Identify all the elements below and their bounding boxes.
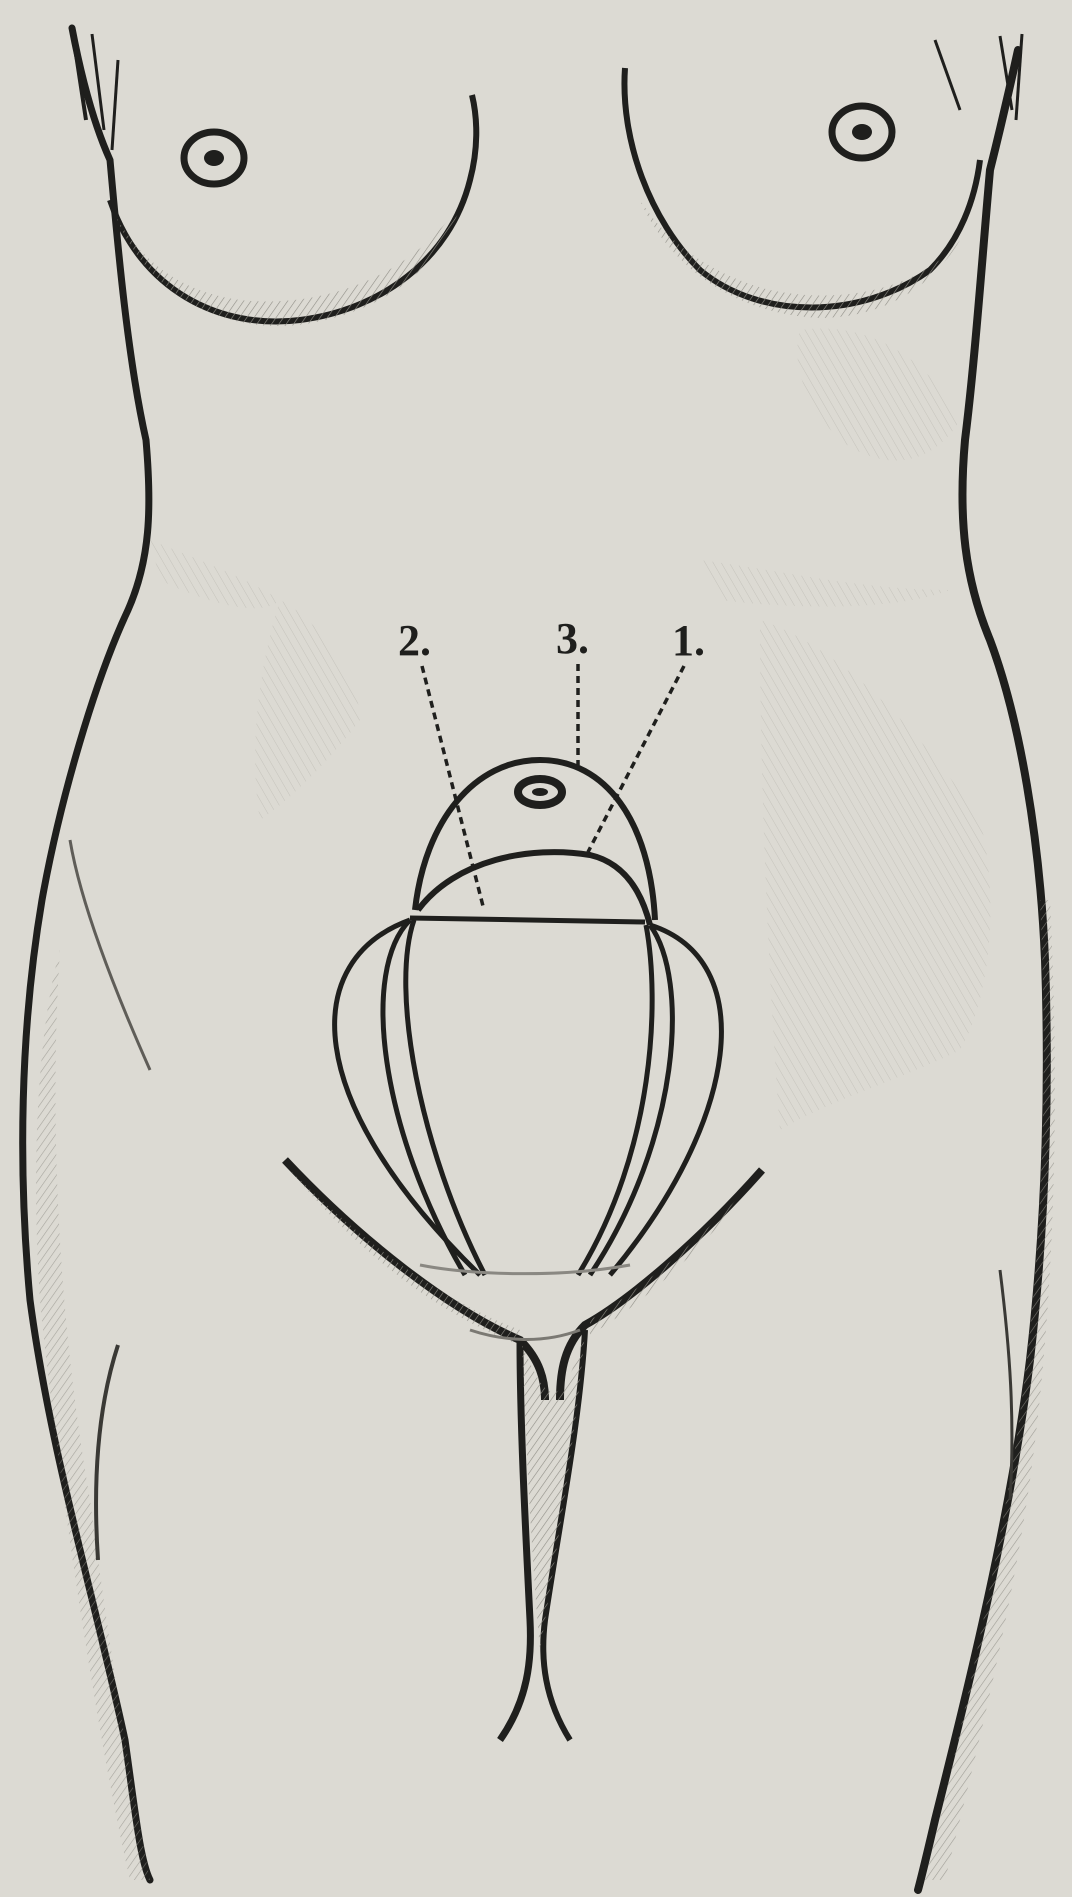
figure-labels: 2. 3. 1. [398, 614, 705, 665]
left-body-contour [23, 28, 150, 1880]
label-2: 2. [398, 616, 431, 665]
left-breast [110, 95, 476, 326]
uterus-outline-2 [410, 918, 645, 922]
leader-line-2 [422, 666, 484, 910]
umbilicus [518, 779, 562, 805]
vulva-outline [470, 1330, 585, 1740]
uterus-outline-1 [418, 852, 650, 925]
label-1: 1. [672, 616, 705, 665]
torso-shading [150, 328, 990, 1130]
uterus-body-curves [335, 920, 722, 1275]
right-breast [624, 68, 980, 318]
label-3: 3. [556, 614, 589, 663]
